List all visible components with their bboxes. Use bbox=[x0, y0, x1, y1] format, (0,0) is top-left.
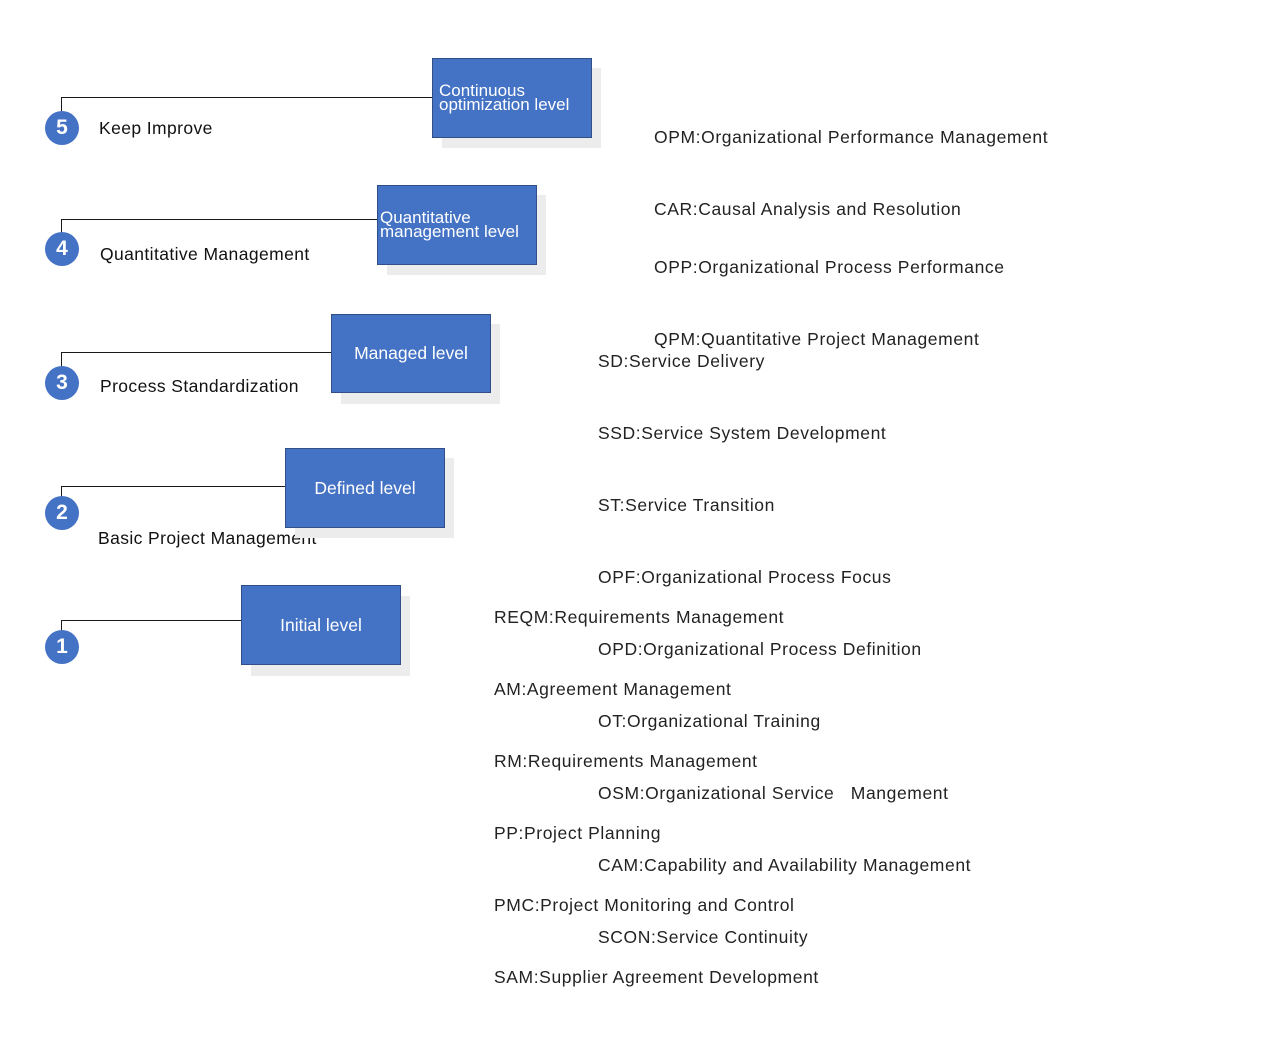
process-item: OPF:Organizational Process Focus bbox=[598, 567, 892, 587]
level-2-process-list: REQM:Requirements Management AM:Agreemen… bbox=[494, 557, 819, 1037]
level-1-badge: 1 bbox=[45, 630, 79, 664]
maturity-level-diagram: 5 Keep Improve Continuous optimization l… bbox=[45, 58, 1048, 987]
level-2-box-label: Defined level bbox=[314, 477, 416, 498]
process-item: ST:Service Transition bbox=[598, 495, 775, 515]
level-2-box: Defined level bbox=[285, 448, 445, 528]
level-5-badge: 5 bbox=[45, 111, 79, 145]
level-5-stage-label: Keep Improve bbox=[99, 118, 213, 138]
level-4-box: Quantitative management level bbox=[377, 185, 537, 265]
process-item: AM:Agreement Management bbox=[494, 679, 732, 699]
process-item: PMC:Project Monitoring and Control bbox=[494, 895, 795, 915]
connector-level-5 bbox=[61, 97, 433, 117]
process-item: REQM:Requirements Management bbox=[494, 607, 785, 627]
level-4-badge: 4 bbox=[45, 232, 79, 266]
connector-level-4 bbox=[61, 219, 377, 235]
level-3-stage-label: Process Standardization bbox=[100, 376, 299, 396]
connector-level-2 bbox=[61, 486, 286, 500]
process-item: SAM:Supplier Agreement Development bbox=[494, 967, 819, 987]
level-2-stage-label: Basic Project Management bbox=[98, 528, 317, 548]
process-item: OPP:Organizational Process Performance bbox=[654, 257, 1005, 277]
process-item: OPM:Organizational Performance Managemen… bbox=[654, 127, 1049, 147]
connector-level-1 bbox=[61, 620, 242, 634]
process-item: RM:Requirements Management bbox=[494, 751, 758, 771]
process-item: PP:Project Planning bbox=[494, 823, 662, 843]
process-item: SD:Service Delivery bbox=[598, 351, 765, 371]
level-4-process-list: OPP:Organizational Process Performance Q… bbox=[654, 207, 1005, 399]
level-3-badge: 3 bbox=[45, 366, 79, 400]
level-1-box: Initial level bbox=[241, 585, 401, 665]
process-item: CAR:Causal Analysis and Resolution bbox=[654, 199, 962, 219]
level-4-box-label: Quantitative management level bbox=[380, 208, 519, 241]
level-5-process-list: OPM:Organizational Performance Managemen… bbox=[654, 77, 1048, 269]
level-4-stage-label: Quantitative Management bbox=[100, 244, 310, 264]
process-item: SSD:Service System Development bbox=[598, 423, 887, 443]
process-item: OPD:Organizational Process Definition bbox=[598, 639, 922, 659]
level-1-box-label: Initial level bbox=[280, 614, 362, 635]
level-5-box-label: Continuous optimization level bbox=[439, 81, 570, 114]
level-3-box-label: Managed level bbox=[354, 343, 468, 363]
level-3-box: Managed level bbox=[331, 314, 491, 393]
level-5-box: Continuous optimization level bbox=[432, 58, 592, 138]
process-item: QPM:Quantitative Project Management bbox=[654, 329, 980, 349]
level-2-badge: 2 bbox=[45, 496, 79, 530]
connector-level-3 bbox=[61, 352, 332, 368]
